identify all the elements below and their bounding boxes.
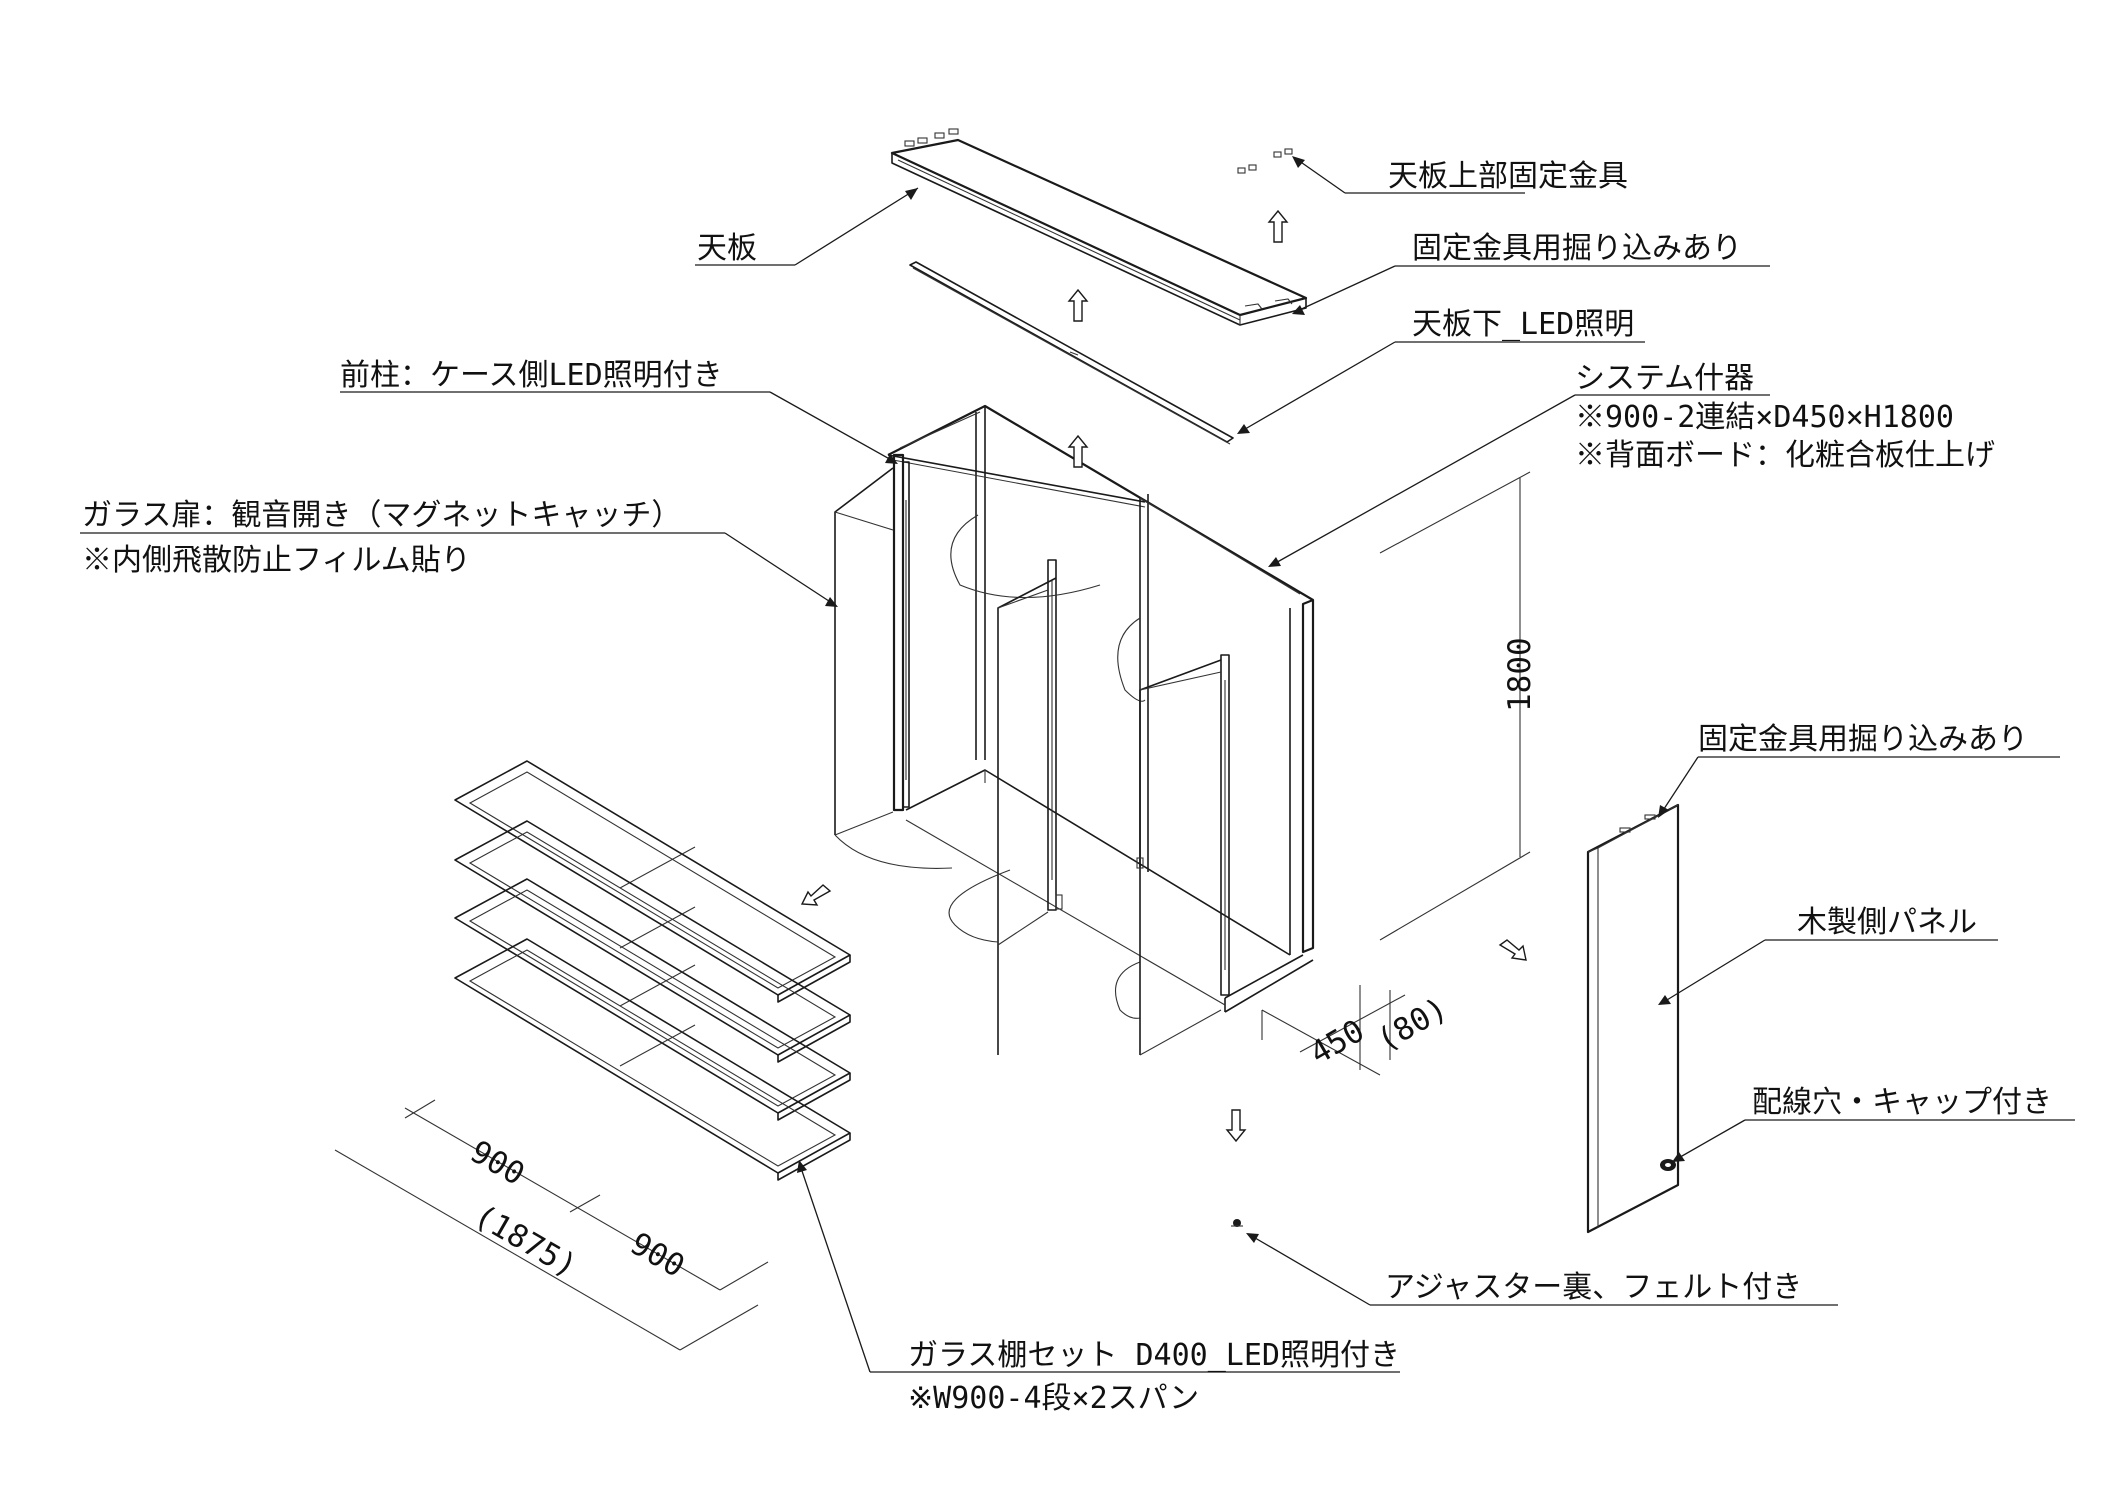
callout-labels: 天板 天板上部固定金具 固定金具用掘り込みあり 天板下_LED照明 前柱：ケース…: [82, 159, 2052, 1416]
label-cable-hole: 配線穴・キャップ付き: [1752, 1085, 2052, 1120]
label-shelf-note: ※W900-4段×2スパン: [908, 1381, 1199, 1416]
dim-width-span1: 900: [464, 1134, 530, 1193]
dim-height: 1800: [1502, 637, 1538, 712]
label-shelf-set: ガラス棚セット D400_LED照明付き: [908, 1338, 1400, 1373]
top-board: [890, 128, 1308, 326]
glass-shelves: [454, 760, 851, 1181]
label-system-note1: ※900-2連結×D450×H1800: [1575, 400, 1954, 435]
dim-width-span2: 900: [624, 1226, 690, 1285]
dimension-labels: 1800 450 (80) 900 900 (1875): [464, 637, 1538, 1285]
dim-width-total: (1875): [468, 1198, 583, 1285]
arrow-right-down-icon: [1498, 939, 1527, 961]
arrow-up-icon: [1067, 288, 1089, 322]
label-system-title: システム什器: [1575, 361, 1754, 396]
label-side-panel: 木製側パネル: [1797, 905, 1977, 940]
label-adjuster: アジャスター裏、フェルト付き: [1385, 1270, 1802, 1305]
explosion-arrows: [800, 209, 1527, 1143]
adjuster: [1231, 1219, 1243, 1227]
wood-side-panel: [1586, 803, 1680, 1234]
label-top-board: 天板: [697, 231, 757, 266]
dim-depth-extra: (80): [1371, 990, 1454, 1059]
label-groove-top: 固定金具用掘り込みあり: [1412, 231, 1742, 266]
label-glass-door-note: ※内側飛散防止フィルム貼り: [82, 543, 471, 578]
label-system-note2: ※背面ボード：化粧合板仕上げ: [1575, 438, 1995, 473]
arrow-up-icon: [1067, 434, 1089, 468]
label-glass-door: ガラス扉：観音開き（マグネットキャッチ）: [82, 498, 681, 533]
label-groove-side: 固定金具用掘り込みあり: [1698, 722, 2028, 757]
leader-lines: [80, 156, 2075, 1373]
top-fittings: [1237, 148, 1293, 174]
arrow-down-icon: [1225, 1109, 1247, 1143]
glass-doors: [834, 467, 1222, 1056]
arrow-left-down-icon: [800, 884, 832, 906]
label-under-led: 天板下_LED照明: [1412, 307, 1634, 342]
arrow-up-icon: [1267, 209, 1289, 243]
under-top-led-bar: [909, 261, 1234, 445]
label-front-post: 前柱：ケース側LED照明付き: [340, 358, 723, 393]
label-top-fitting: 天板上部固定金具: [1388, 159, 1628, 194]
dimension-lines: [334, 471, 1531, 1351]
